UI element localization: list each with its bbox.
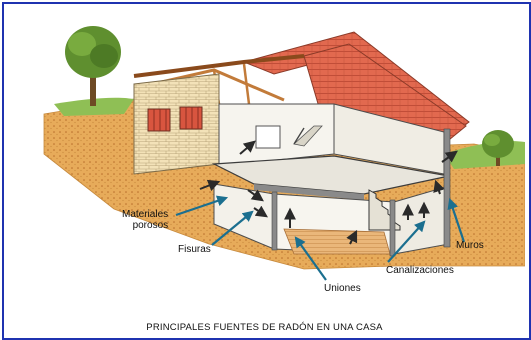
label-canalizaciones: Canalizaciones: [386, 265, 454, 276]
radon-arrow-icon: [199, 140, 458, 245]
figure-caption: PRINCIPALES FUENTES DE RADÓN EN UNA CASA: [146, 322, 383, 333]
tree-icon: [482, 130, 514, 166]
label-uniones: Uniones: [324, 283, 361, 294]
label-materiales-line1: Materiales: [122, 209, 169, 220]
label-fisuras: Fisuras: [178, 244, 211, 255]
label-muros: Muros: [456, 240, 484, 251]
label-materiales-porosos: Materiales porosos: [122, 209, 168, 231]
label-materiales-line2: porosos: [132, 220, 169, 231]
tree-icon: [65, 26, 121, 106]
house-illustration: [4, 4, 525, 334]
